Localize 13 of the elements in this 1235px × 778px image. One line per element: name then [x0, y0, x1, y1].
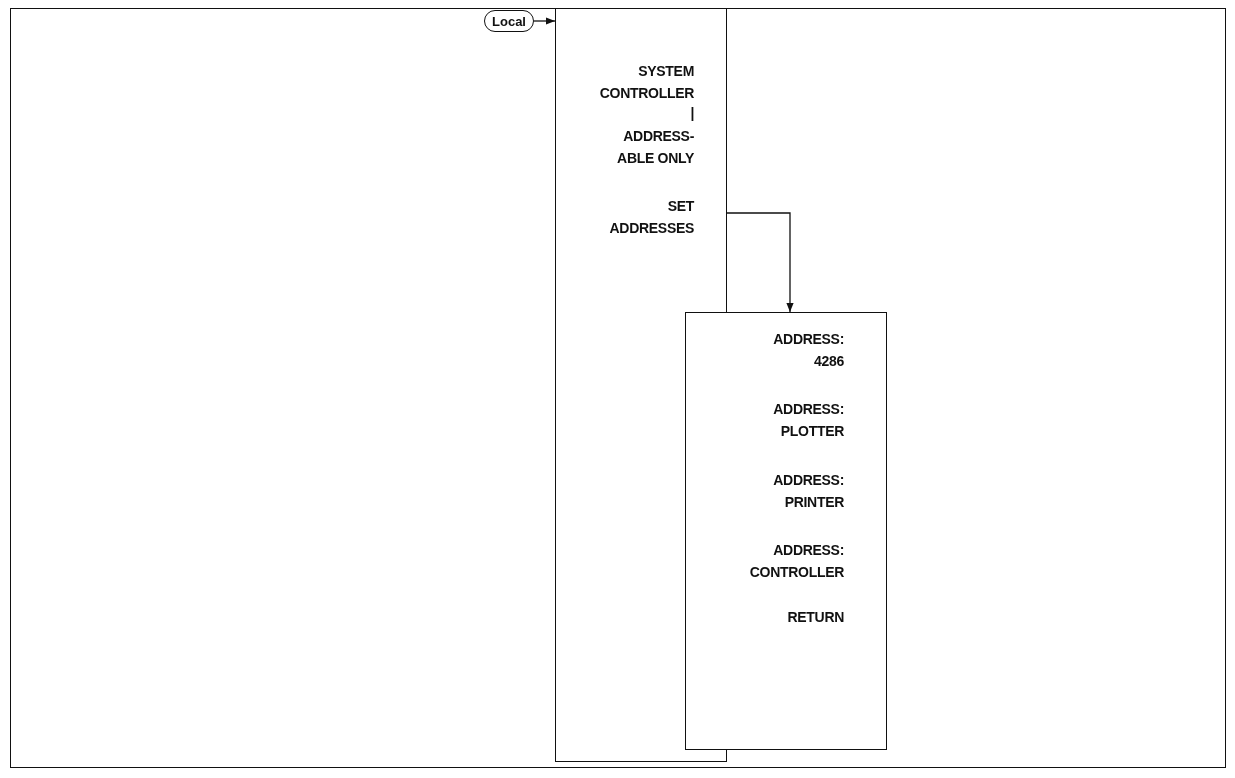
start-terminal: Local — [484, 10, 534, 32]
menu-item: ADDRESS: PRINTER — [772, 471, 844, 512]
arrow — [726, 212, 794, 313]
arrow — [533, 17, 556, 25]
menu-item: ADDRESS: CONTROLLER — [748, 541, 844, 582]
menu-item: ADDRESS: 4286 — [772, 330, 844, 371]
menu-item: SET ADDRESSES — [608, 197, 694, 238]
menu-item: ADDRESS: PLOTTER — [772, 400, 844, 441]
menu-item: RETURN — [786, 608, 844, 627]
menu-item: ADDRESS- ABLE ONLY — [616, 127, 694, 168]
menu-box — [685, 312, 887, 750]
menu-item: SYSTEM CONTROLLER — [598, 62, 694, 103]
menu-item: | — [689, 104, 694, 123]
